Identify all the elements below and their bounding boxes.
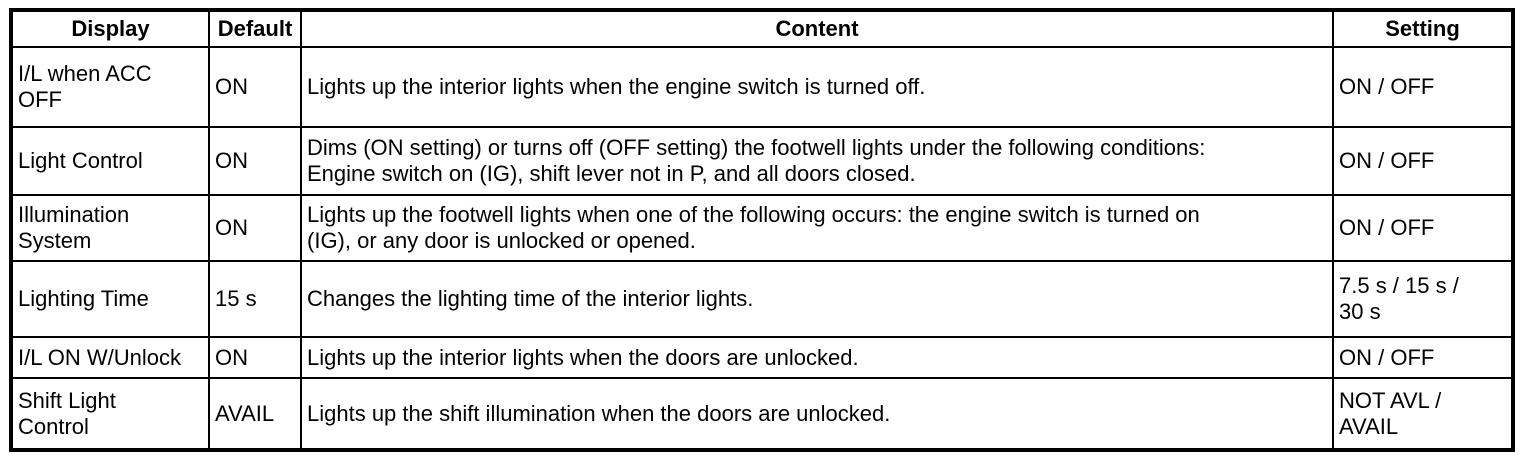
cell-content: Lights up the interior lights when the d… (300, 336, 1334, 379)
cell-default: ON (208, 126, 302, 196)
cell-default: ON (208, 336, 302, 379)
cell-display: Shift Light Control (10, 377, 210, 451)
cell-setting: ON / OFF (1332, 336, 1514, 379)
table-row: Light Control ON Dims (ON setting) or tu… (10, 126, 1514, 196)
cell-content: Lights up the shift illumination when th… (300, 377, 1334, 451)
settings-table: Display Default Content Setting I/L when… (9, 8, 1515, 452)
cell-setting: NOT AVL / AVAIL (1332, 377, 1514, 451)
table-header-row: Display Default Content Setting (10, 9, 1514, 48)
cell-content: Lights up the footwell lights when one o… (300, 194, 1334, 262)
cell-content: Dims (ON setting) or turns off (OFF sett… (300, 126, 1334, 196)
table-row: I/L ON W/Unlock ON Lights up the interio… (10, 336, 1514, 379)
cell-default: AVAIL (208, 377, 302, 451)
cell-default: ON (208, 46, 302, 128)
cell-display: Lighting Time (10, 260, 210, 338)
col-header-setting: Setting (1332, 9, 1514, 48)
cell-display: I/L when ACC OFF (10, 46, 210, 128)
cell-default: ON (208, 194, 302, 262)
table-row: Shift Light Control AVAIL Lights up the … (10, 377, 1514, 451)
cell-setting: ON / OFF (1332, 194, 1514, 262)
col-header-content: Content (300, 9, 1334, 48)
cell-display: Light Control (10, 126, 210, 196)
cell-setting: ON / OFF (1332, 126, 1514, 196)
cell-display: I/L ON W/Unlock (10, 336, 210, 379)
cell-setting: ON / OFF (1332, 46, 1514, 128)
cell-content: Lights up the interior lights when the e… (300, 46, 1334, 128)
cell-display: Illumination System (10, 194, 210, 262)
col-header-display: Display (10, 9, 210, 48)
cell-setting: 7.5 s / 15 s / 30 s (1332, 260, 1514, 338)
cell-content: Changes the lighting time of the interio… (300, 260, 1334, 338)
table-row: Illumination System ON Lights up the foo… (10, 194, 1514, 262)
col-header-default: Default (208, 9, 302, 48)
table-row: Lighting Time 15 s Changes the lighting … (10, 260, 1514, 338)
table-row: I/L when ACC OFF ON Lights up the interi… (10, 46, 1514, 128)
cell-default: 15 s (208, 260, 302, 338)
